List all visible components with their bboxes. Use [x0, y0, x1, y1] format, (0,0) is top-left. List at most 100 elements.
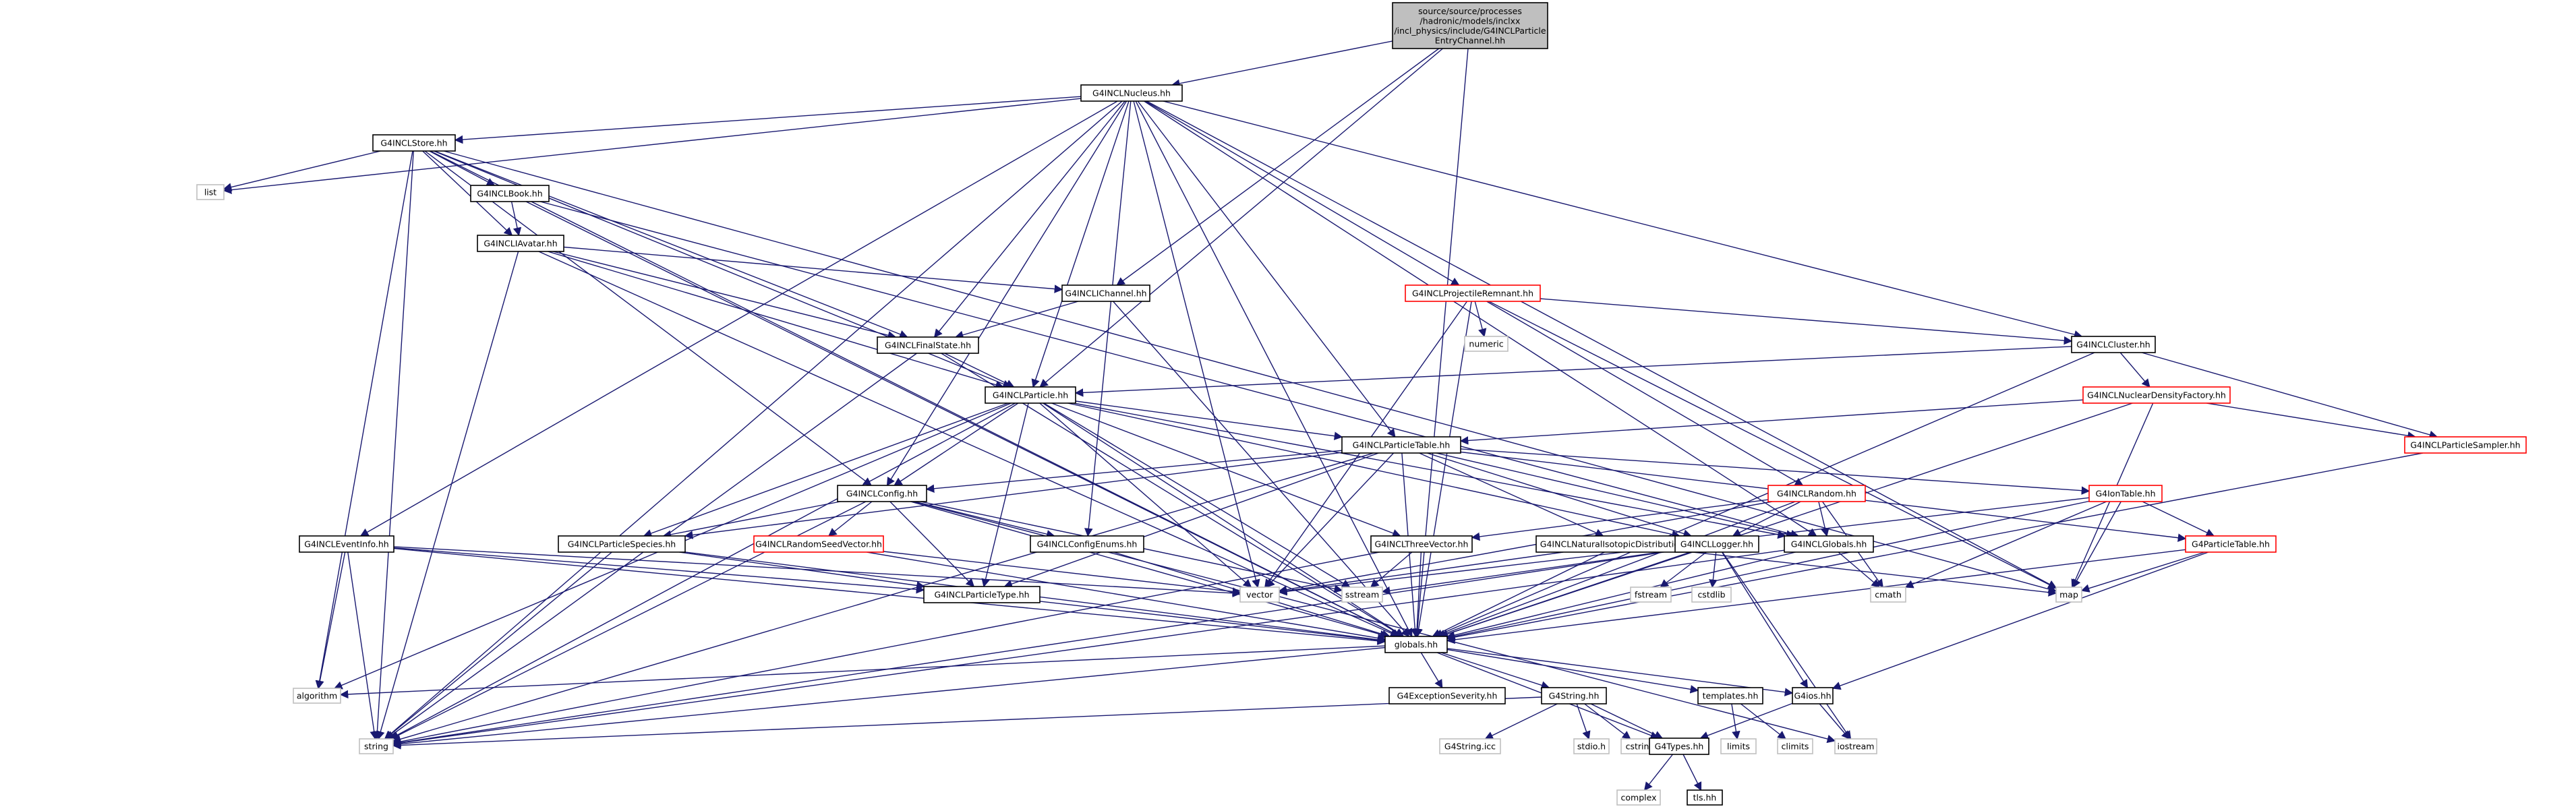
node-box-stdioh: [1573, 738, 1610, 754]
node-layer: source/source/processes/hadronic/models/…: [196, 2, 2527, 806]
edge-globals-to-globalshh: [1446, 551, 1796, 640]
edge-globalshh-to-algorithm: [339, 645, 1386, 699]
node-cmath: cmath: [1870, 587, 1906, 603]
node-box-g4types: [1649, 738, 1709, 755]
node-g4string[interactable]: G4String.hh: [1541, 687, 1607, 704]
edge-particle-to-vector: [1039, 402, 1252, 588]
node-g4types[interactable]: G4Types.hh: [1649, 738, 1709, 755]
node-finalstate[interactable]: G4INCLFinalState.hh: [877, 336, 979, 354]
node-ptable[interactable]: G4INCLParticleTable.hh: [1341, 436, 1461, 454]
node-random[interactable]: G4INCLRandom.hh: [1767, 485, 1866, 502]
edge-nucleus-to-particle: [1031, 100, 1130, 388]
node-psampler[interactable]: G4INCLParticleSampler.hh: [2404, 436, 2527, 454]
edge-logger-to-iostream: [1722, 551, 1852, 740]
node-label-stdioh: stdio.h: [1577, 742, 1606, 752]
node-box-particle: [985, 386, 1076, 404]
node-pspecies[interactable]: G4INCLParticleSpecies.hh: [558, 535, 686, 553]
node-threevec[interactable]: G4INCLThreeVector.hh: [1370, 535, 1473, 553]
edge-eventinfo-to-vector: [393, 546, 1241, 598]
edge-config-to-globalshh: [910, 501, 1388, 638]
node-box-vector: [1239, 587, 1280, 603]
edge-nucleus-to-globalshh: [1135, 100, 1413, 638]
node-box-limits: [1720, 738, 1757, 754]
node-sstream: sstream: [1341, 587, 1383, 603]
node-ndfactory[interactable]: G4INCLNuclearDensityFactory.hh: [2082, 386, 2231, 404]
edge-projremnant-to-globalshh: [1414, 301, 1472, 638]
edge-ichannel-to-finalstate: [954, 301, 1079, 339]
node-globals[interactable]: G4INCLGlobals.hh: [1784, 535, 1874, 553]
node-projremnant[interactable]: G4INCLProjectileRemnant.hh: [1405, 284, 1541, 302]
node-iostream: iostream: [1834, 738, 1877, 754]
node-box-ptable: [1341, 436, 1461, 454]
node-limits: limits: [1720, 738, 1757, 754]
node-store[interactable]: G4INCLStore.hh: [372, 134, 456, 152]
edge-ptable-to-vector: [1266, 452, 1395, 588]
edge-particle-to-logger: [1067, 402, 1680, 539]
node-label-string: string: [364, 742, 388, 752]
node-box-config: [837, 485, 927, 502]
node-iontable[interactable]: G4IonTable.hh: [2088, 485, 2163, 502]
edge-nucleus-to-projremnant: [1145, 100, 1460, 286]
node-ptype[interactable]: G4INCLParticleType.hh: [923, 586, 1041, 603]
node-cenums[interactable]: G4INCLConfigEnums.hh: [1030, 535, 1144, 553]
edge-store-to-string: [373, 150, 414, 740]
edge-root-to-nucleus: [1171, 40, 1393, 88]
edge-g4string-to-string: [392, 696, 1542, 750]
edge-particle-to-sstream: [1043, 402, 1351, 588]
edge-particle-to-config: [894, 402, 1019, 486]
node-g4stringicc: G4String.icc: [1439, 738, 1501, 754]
node-box-g4string: [1541, 687, 1607, 704]
edge-ndfactory-to-ptable: [1459, 399, 2084, 445]
node-particle[interactable]: G4INCLParticle.hh: [985, 386, 1076, 404]
edge-config-to-pspecies: [662, 501, 841, 539]
node-climits: climits: [1777, 738, 1813, 754]
node-tlshh[interactable]: tls.hh: [1687, 789, 1723, 806]
edge-particle-to-ptable: [1075, 400, 1343, 440]
edge-cluster-to-particle: [1074, 346, 2072, 397]
node-book[interactable]: G4INCLBook.hh: [470, 185, 550, 202]
node-box-g4ios: [1792, 687, 1834, 704]
node-box-nucleus: [1080, 84, 1183, 102]
node-rseed[interactable]: G4INCLRandomSeedVector.hh: [753, 535, 884, 553]
node-label-tlshh: tls.hh: [1693, 793, 1717, 803]
node-label-list: list: [204, 187, 216, 198]
edge-natiso-to-vector: [1278, 551, 1564, 595]
node-box-pspecies: [558, 535, 686, 553]
edge-ndfactory-to-psampler: [2206, 402, 2416, 440]
edge-nucleus-to-ptable: [1137, 100, 1396, 438]
node-config[interactable]: G4INCLConfig.hh: [837, 485, 927, 502]
node-label-g4stringicc: G4String.icc: [1444, 742, 1496, 752]
edge-logger-to-fstream: [1660, 551, 1707, 588]
node-box-map: [2055, 587, 2082, 603]
edge-store-to-avatar: [422, 150, 513, 236]
node-label-ptype: G4INCLParticleType.hh: [934, 590, 1029, 600]
edge-random-to-threevec: [1471, 499, 1769, 541]
edge-g4ios-to-iostream: [1819, 703, 1850, 740]
edge-g4ptable-to-globalshh: [1446, 549, 2186, 644]
node-avatar[interactable]: G4INCLIAvatar.hh: [477, 235, 564, 252]
node-label-iontable: G4IonTable.hh: [2095, 489, 2155, 499]
node-logger[interactable]: G4INCLLogger.hh: [1674, 535, 1759, 553]
node-root[interactable]: source/source/processes/hadronic/models/…: [1392, 2, 1548, 49]
node-g4ios[interactable]: G4ios.hh: [1792, 687, 1834, 704]
edge-config-to-rseed: [828, 501, 873, 537]
node-eventinfo[interactable]: G4INCLEventInfo.hh: [299, 535, 394, 553]
node-ichannel[interactable]: G4INCLIChannel.hh: [1061, 284, 1150, 302]
node-g4ptable[interactable]: G4ParticleTable.hh: [2185, 535, 2277, 553]
node-globalshh[interactable]: globals.hh: [1384, 636, 1448, 653]
edge-finalstate-to-particle: [944, 353, 1015, 388]
edge-globals-to-string: [392, 549, 1785, 748]
node-templates[interactable]: templates.hh: [1697, 687, 1763, 704]
node-label-ndfactory: G4INCLNuclearDensityFactory.hh: [2087, 390, 2226, 400]
node-label-rseed: G4INCLRandomSeedVector.hh: [755, 539, 882, 549]
node-label-limits: limits: [1727, 742, 1750, 752]
edge-particle-to-globals: [1074, 402, 1786, 539]
edge-ptable-to-ptype: [1003, 452, 1379, 589]
edge-random-to-vector: [1278, 501, 1773, 594]
node-map: map: [2055, 587, 2082, 603]
node-label-fstream: fstream: [1635, 590, 1667, 600]
node-cluster[interactable]: G4INCLCluster.hh: [2071, 336, 2156, 353]
node-exseverity[interactable]: G4ExceptionSeverity.hh: [1388, 687, 1506, 704]
node-nucleus[interactable]: G4INCLNucleus.hh: [1080, 84, 1183, 102]
